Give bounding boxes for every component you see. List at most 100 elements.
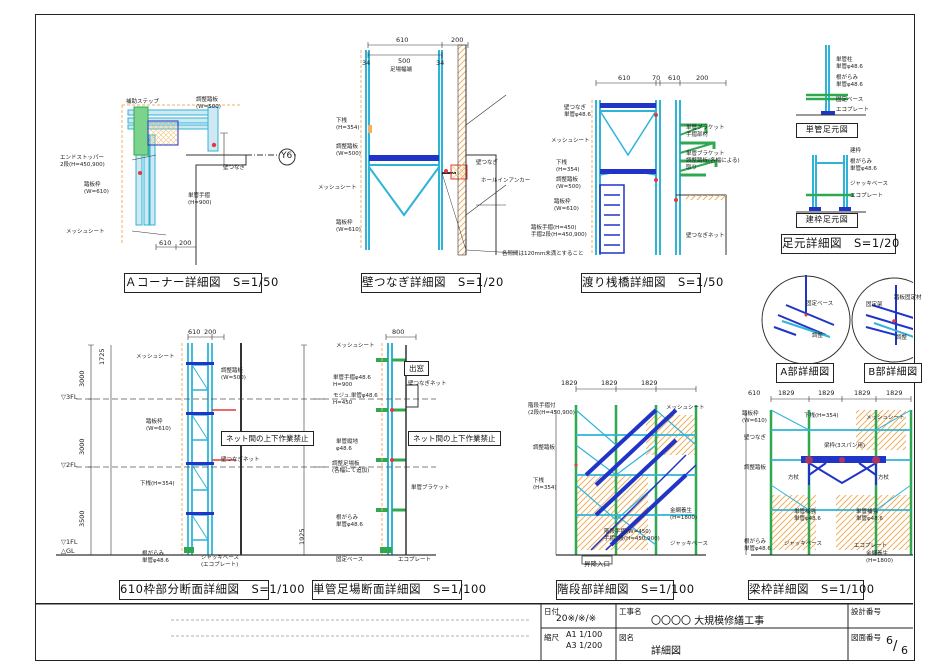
caption-wall-tie-detail: 壁つなぎ詳細図 S=1/20	[361, 273, 503, 293]
label-beam-13: 金網養生(H=1800)	[866, 551, 894, 564]
label-sp-7: 根がらみ単管φ48.6	[336, 515, 363, 528]
label-corner-6: メッシュシート	[66, 229, 105, 235]
label-base-1: 根がらみ単管φ48.6	[836, 75, 863, 88]
dim-beam-1829b: 1829	[818, 389, 835, 397]
label-beam-4: 調整踏板	[744, 465, 767, 471]
dim-wall-34b: 34	[436, 59, 445, 67]
label-sp-8: 固定ベース	[336, 557, 364, 563]
label-beam-11: ジャッキベース	[784, 541, 822, 547]
dim-wall-34a: 34	[362, 59, 371, 67]
part-b-detail	[851, 277, 913, 363]
dim-wall-500: 500	[398, 57, 411, 65]
dim-f610-200: 200	[204, 328, 217, 336]
label-beam-6: 方杖	[788, 475, 800, 481]
label-stair-5: 階段手摺(W=450)手摺2段(H=450,900)	[604, 529, 660, 542]
frame610-detail	[56, 334, 326, 556]
label-corner-4: 単管手摺(H=900)	[188, 193, 212, 206]
dim-f610-610: 610	[188, 328, 201, 336]
label-beam-5: 梁枠(3スパン用)	[824, 443, 866, 449]
caption-frame610-detail: 610枠部分断面詳細図 S=1/100	[119, 580, 305, 600]
label-f610-0: メッシュシート	[136, 354, 175, 360]
label-part-b-1: 踏板固定材	[894, 295, 922, 301]
label-f610-6: ジャッキベース(エコプレート)	[201, 555, 239, 568]
label-stair-4: 金網養生(H=1800)	[670, 508, 698, 521]
wall-tie-detail	[360, 42, 517, 256]
label-stair-3: メッシュシート	[666, 405, 705, 411]
label-beam-2: 壁つなぎ	[744, 435, 767, 441]
label-wall-2: 調整踏板(W=500)	[336, 144, 361, 157]
label-wall-4: 踏板枠(W=610)	[336, 220, 361, 233]
label-part-a-0: 固定ベース	[806, 301, 834, 307]
dim-wall-200: 200	[451, 36, 464, 44]
dim-beam-1829d: 1829	[886, 389, 903, 397]
label-wall-7: 各隙間は120mm未満とすること	[502, 251, 584, 257]
tb-sheet-no-label: 図面番号	[851, 633, 881, 642]
level-1fl: ▽1FL	[61, 538, 78, 546]
label-f610-1: 調整踏板(W=500)	[221, 368, 246, 381]
label-f610-5: 根がらみ単管φ48.6	[142, 551, 169, 564]
caption-bridge-detail: 渡り桟橋詳細図 S=1/50	[581, 273, 723, 293]
label-bridge-6: 単管ブラケット手摺部材	[686, 125, 725, 138]
label-beam-0: 踏板枠(W=610)	[742, 411, 767, 424]
caption-base-detail: 足元詳細図 S=1/20	[781, 234, 899, 254]
label-wall-6: ホールインアンカー	[481, 178, 531, 184]
dim-beam-610: 610	[748, 389, 761, 397]
tb-project-value: 〇〇〇〇 大規模修繕工事	[651, 616, 765, 627]
label-base-3: エコプレート	[836, 107, 870, 113]
label-part-b-0: 固定架	[866, 302, 883, 308]
label-beam-7: 方杖	[878, 475, 890, 481]
tb-scale-a1: A1 1/100	[566, 630, 603, 639]
note-no-work-1: ネット間の上下作業禁止	[221, 431, 314, 446]
tb-drawing-value: 詳細図	[651, 646, 681, 657]
level-gl: △GL	[61, 547, 75, 555]
label-bridge-3: 調整踏板(W=500)	[556, 177, 581, 190]
label-bridge-8: 壁つなぎネット	[686, 233, 725, 239]
tb-date-label: 日付	[544, 607, 559, 616]
label-beam-1: 下桟(H=354)	[804, 413, 839, 419]
label-f610-2: 踏板枠(W=610)	[146, 419, 171, 432]
single-pipe-detail	[301, 334, 436, 556]
level-3fl: ▽3FL	[61, 393, 78, 401]
label-base-7: エコプレート	[850, 193, 884, 199]
dim-corner-200: 200	[179, 239, 192, 247]
label-wall-1: 下桟(H=354)	[336, 118, 360, 131]
dim-wall-610: 610	[396, 36, 409, 44]
height-1925: 1925	[298, 528, 306, 545]
label-beam-10: 根がらみ単管φ48.6	[744, 539, 771, 552]
label-bridge-0: 壁つなぎ単管φ48.6	[564, 105, 591, 118]
label-bridge-4: 踏板枠(W=610)	[554, 199, 579, 212]
title-block-grid	[36, 604, 913, 660]
tb-drawing-label: 図名	[619, 633, 634, 642]
tb-design-no-label: 設計番号	[851, 607, 881, 616]
label-corner-0: 補助ステップ	[126, 99, 160, 105]
caption-part-b: B部詳細図	[864, 363, 922, 383]
label-beam-12: エコプレート	[854, 543, 888, 549]
label-bridge-5: 踏板手摺(H=450)手摺2段(H=450,900)	[531, 225, 587, 238]
part-a-detail	[761, 275, 851, 365]
caption-single-base: 単管足元図	[796, 123, 858, 138]
caption-single-pipe-detail: 単管足場断面詳細図 S=1/100	[312, 580, 486, 600]
caption-frame-base: 建枠足元図	[796, 213, 858, 228]
stair-detail	[555, 386, 706, 565]
dim-beam-1829a: 1829	[778, 389, 795, 397]
grid-marker-y6: Y6	[281, 151, 293, 161]
label-beam-3: メッシュシート	[866, 415, 905, 421]
tb-scale-label: 縮尺	[544, 633, 559, 642]
label-wall-5: 壁つなぎ	[476, 160, 499, 166]
dim-corner-610: 610	[159, 239, 172, 247]
tb-scale-a3: A3 1/200	[566, 641, 603, 650]
title-block: 日付 20※/※/※ 工事名 〇〇〇〇 大規模修繕工事 設計番号 縮尺 A1 1…	[36, 603, 913, 660]
dim-beam-1829c: 1829	[854, 389, 871, 397]
dim-bridge-610b: 610	[668, 74, 681, 82]
label-wall-3: メッシュシート	[318, 185, 357, 191]
label-corner-3: 踏板枠(W=610)	[84, 182, 109, 195]
dim-bridge-610: 610	[618, 74, 631, 82]
label-stair-1: 調整踏板	[533, 445, 556, 451]
label-beam-8: 単管補強単管φ48.6	[794, 509, 821, 522]
base-detail	[796, 45, 866, 213]
tb-sheet-num: 6	[886, 634, 893, 647]
corner-detail	[121, 104, 296, 265]
